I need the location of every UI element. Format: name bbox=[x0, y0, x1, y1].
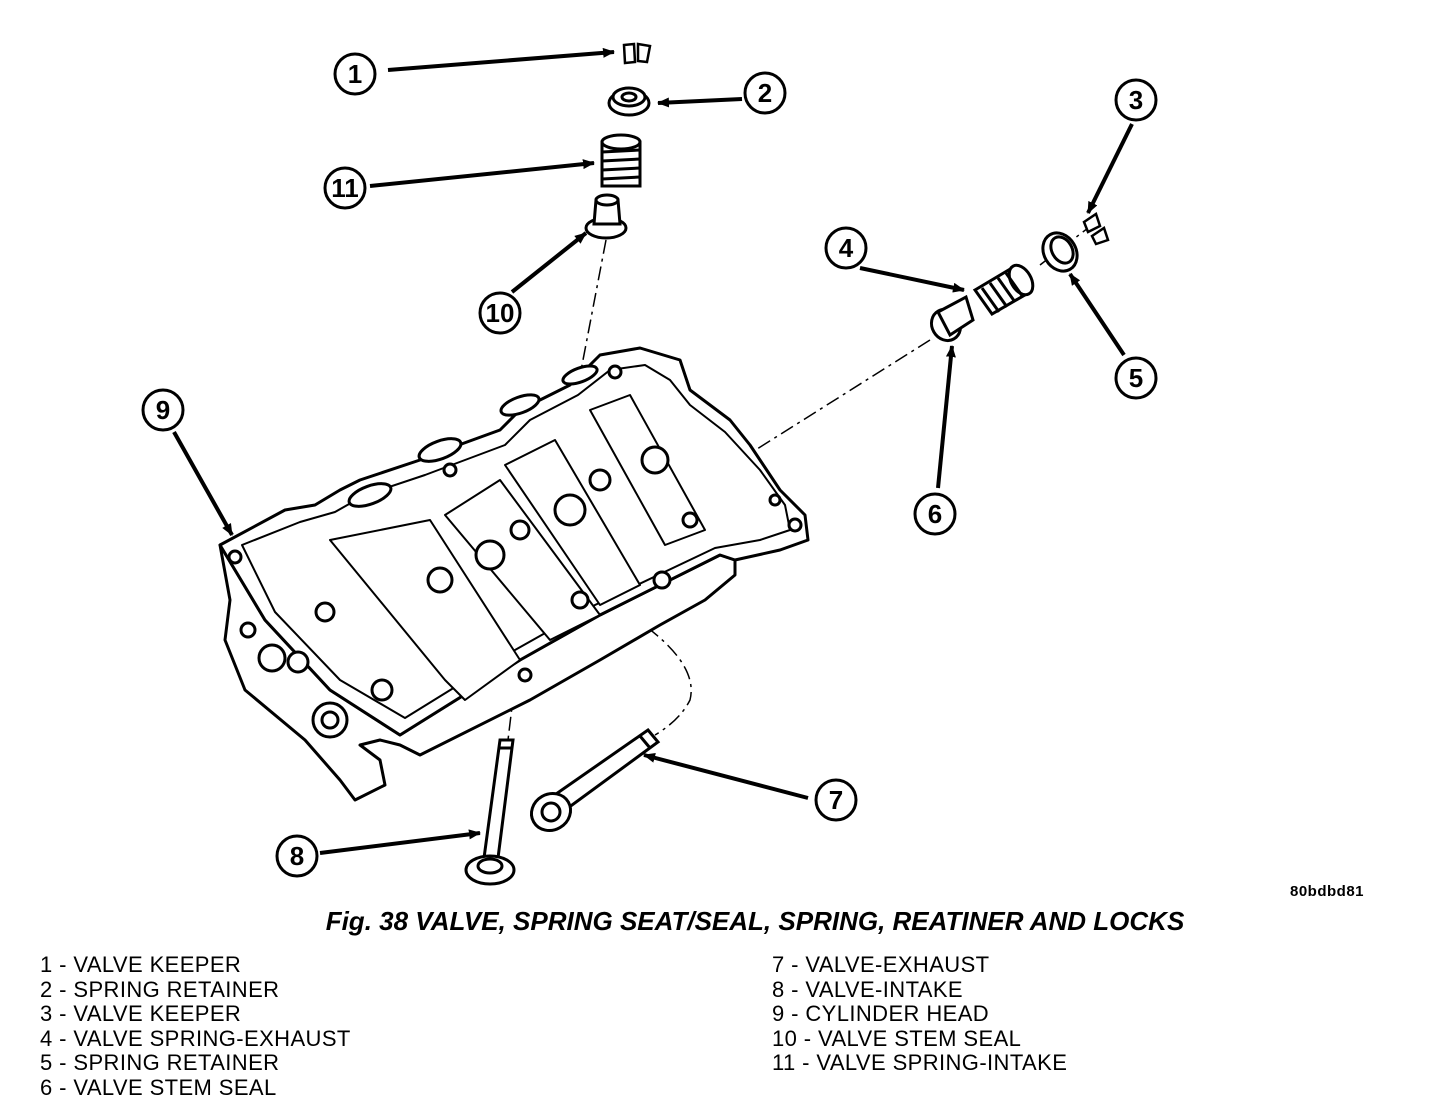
callout-9: 9 bbox=[141, 388, 185, 432]
callouts: 1 2 3 4 5 6 7 8 9 10 11 bbox=[141, 52, 1158, 878]
intake-valve-stem-seal bbox=[584, 193, 628, 240]
legend-item: 1 - VALVE KEEPER bbox=[40, 952, 242, 977]
legend-item: 5 - SPRING RETAINER bbox=[40, 1050, 280, 1076]
svg-text:1: 1 bbox=[348, 59, 362, 89]
exhaust-valve bbox=[529, 727, 661, 833]
intake-valve bbox=[464, 738, 516, 886]
svg-text:6: 6 bbox=[928, 499, 942, 529]
leader-arrows bbox=[172, 47, 1134, 855]
svg-text:8: 8 bbox=[290, 841, 304, 871]
exhaust-valve-stem-seal bbox=[929, 294, 975, 343]
legend-left: 1 - VALVE KEEPER 2 - SPRING RETAINER 3 -… bbox=[40, 952, 351, 1101]
svg-text:2: 2 bbox=[758, 78, 772, 108]
callout-3: 3 bbox=[1114, 78, 1158, 122]
svg-text:11: 11 bbox=[331, 173, 359, 203]
svg-text:9: 9 bbox=[156, 395, 170, 425]
legend-item: 10 - VALVE STEM SEAL bbox=[772, 1025, 1022, 1051]
callout-11: 11 bbox=[323, 166, 367, 210]
figure-caption: Fig. 38 VALVE, SPRING SEAT/SEAL, SPRING,… bbox=[325, 906, 1185, 936]
legend-item: 2 - SPRING RETAINER bbox=[40, 976, 280, 1002]
svg-text:10: 10 bbox=[486, 298, 515, 328]
figure-code: 80bdbd81 bbox=[1290, 883, 1365, 900]
legend-item: 4 - VALVE SPRING-EXHAUST bbox=[40, 1025, 351, 1051]
exhaust-spring-retainer bbox=[1041, 231, 1079, 273]
legend-item: 6 - VALVE STEM SEAL bbox=[40, 1074, 277, 1100]
legend-item: 9 - CYLINDER HEAD bbox=[772, 1001, 990, 1027]
legend-right: 7 - VALVE-EXHAUST 8 - VALVE-INTAKE 9 - C… bbox=[772, 952, 1068, 1076]
intake-valve-spring bbox=[600, 133, 642, 188]
callout-7: 7 bbox=[814, 778, 858, 822]
intake-spring-retainer bbox=[607, 86, 651, 117]
intake-valve-keeper bbox=[622, 42, 652, 65]
callout-6: 6 bbox=[913, 492, 957, 536]
callout-10: 10 bbox=[478, 291, 522, 335]
svg-text:3: 3 bbox=[1129, 85, 1143, 115]
legend-item: 3 - VALVE KEEPER bbox=[40, 1001, 242, 1027]
svg-text:4: 4 bbox=[839, 233, 854, 263]
svg-text:5: 5 bbox=[1129, 363, 1143, 393]
callout-4: 4 bbox=[824, 226, 868, 270]
cylinder-head bbox=[218, 346, 810, 802]
svg-text:7: 7 bbox=[829, 785, 843, 815]
callout-5: 5 bbox=[1114, 356, 1158, 400]
exhaust-valve-keeper bbox=[1082, 212, 1110, 246]
callout-2: 2 bbox=[743, 71, 787, 115]
legend-item: 11 - VALVE SPRING-INTAKE bbox=[772, 1050, 1068, 1076]
exhaust-valve-spring bbox=[972, 263, 1035, 316]
callout-1: 1 bbox=[333, 52, 377, 96]
legend-item: 8 - VALVE-INTAKE bbox=[772, 976, 964, 1002]
legend-item: 7 - VALVE-EXHAUST bbox=[772, 952, 990, 977]
callout-8: 8 bbox=[275, 834, 319, 878]
